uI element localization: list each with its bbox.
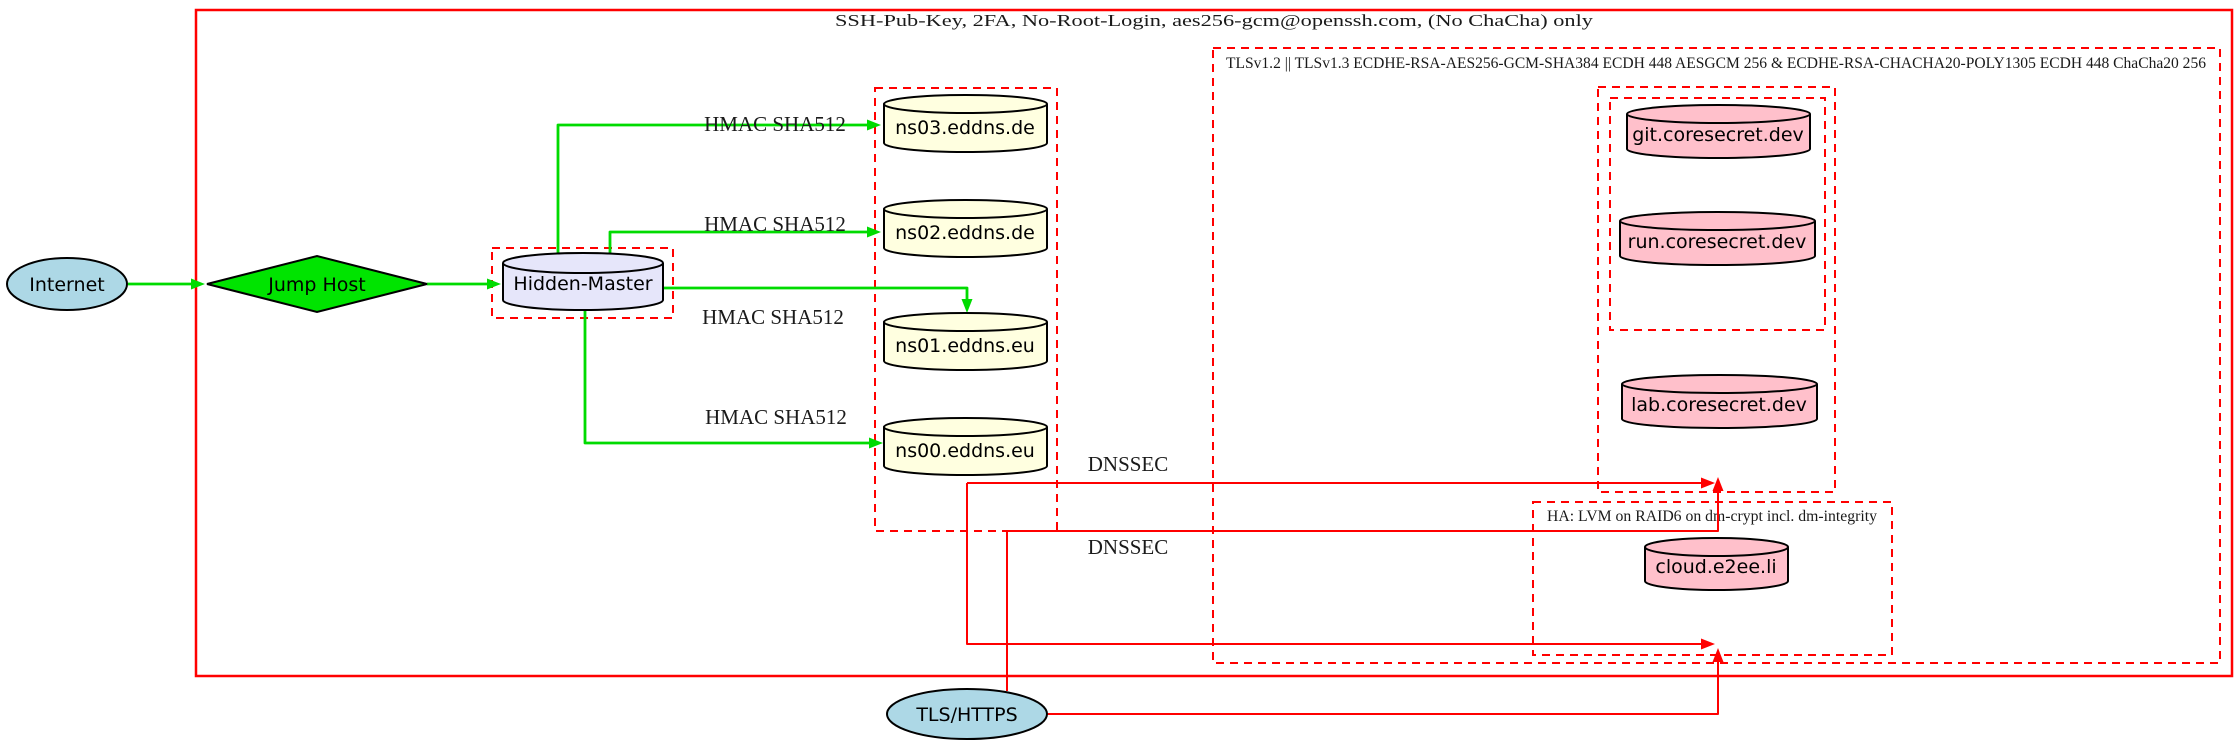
- cluster-tls-label: TLSv1.2 || TLSv1.3 ECDHE-RSA-AES256-GCM-…: [1226, 55, 2206, 72]
- node-run: run.coresecret.dev: [1619, 211, 1816, 266]
- tls-dnssec-edges: [966, 477, 1724, 715]
- arrowhead-hiddenmaster: [487, 278, 501, 290]
- node-cloud-label: cloud.e2ee.li: [1655, 556, 1776, 578]
- node-cloud: cloud.e2ee.li: [1644, 537, 1789, 591]
- node-ns01-label: ns01.eddns.eu: [895, 335, 1035, 357]
- cluster-coresecret-border: [1597, 86, 1836, 493]
- cluster-ha-label: HA: LVM on RAID6 on dm-crypt incl. dm-in…: [1547, 508, 1877, 525]
- node-lab-label: lab.coresecret.dev: [1631, 394, 1807, 416]
- node-ns03: ns03.eddns.de: [883, 94, 1048, 153]
- edge-label-dnssec-top: DNSSEC: [1088, 452, 1169, 476]
- cluster-ssh-border: [194, 8, 2234, 678]
- arrowhead-ha-up: [1712, 648, 1724, 662]
- node-ns03-label: ns03.eddns.de: [895, 117, 1035, 139]
- node-internet: Internet: [6, 257, 128, 311]
- edge-hiddenmaster-ns03: [556, 123, 867, 254]
- arrowhead-ns02: [867, 226, 881, 238]
- arrowhead-coresecret-up: [1712, 477, 1724, 491]
- edge-tlshttps-coresecret: [1006, 491, 1719, 691]
- node-hidden-master-label: Hidden-Master: [513, 273, 652, 295]
- node-run-label: run.coresecret.dev: [1628, 231, 1807, 253]
- arrowhead-ns00: [869, 437, 883, 449]
- node-ns02-label: ns02.eddns.de: [895, 222, 1035, 244]
- node-hidden-master: Hidden-Master: [502, 252, 664, 311]
- edge-hiddenmaster-ns02: [608, 230, 867, 254]
- node-ns02: ns02.eddns.de: [883, 199, 1048, 258]
- cluster-gitrun-border: [1609, 97, 1826, 331]
- edge-hiddenmaster-ns01: [663, 286, 969, 300]
- node-tls-https: TLS/HTTPS: [886, 688, 1048, 740]
- arrowhead-ns01: [961, 299, 973, 313]
- edge-label-hmac-ns01: HMAC SHA512: [702, 305, 844, 329]
- edge-label-hmac-ns00: HMAC SHA512: [705, 405, 847, 429]
- arrowhead-coresecret-right: [1701, 477, 1715, 489]
- node-ns01: ns01.eddns.eu: [883, 312, 1048, 371]
- edge-label-dnssec-bottom: DNSSEC: [1088, 535, 1169, 559]
- cluster-borders: [194, 8, 2234, 678]
- secure-transfer-edges: [128, 119, 973, 449]
- node-ns00-label: ns00.eddns.eu: [895, 440, 1035, 462]
- node-lab: lab.coresecret.dev: [1621, 374, 1818, 429]
- arrowhead-ha-right: [1701, 638, 1715, 650]
- node-jump-host-label: Jump Host: [267, 274, 366, 296]
- edge-label-hmac-ns03: HMAC SHA512: [704, 112, 846, 136]
- edge-label-hmac-ns02: HMAC SHA512: [704, 212, 846, 236]
- node-jump-host: Jump Host: [206, 254, 428, 314]
- edge-tlshttps-ha: [1047, 662, 1719, 715]
- cluster-ha-border: [1532, 501, 1893, 656]
- tls-edge-arrowheads: [1701, 477, 1724, 662]
- cluster-ssh-label: SSH-Pub-Key, 2FA, No-Root-Login, aes256-…: [835, 11, 1594, 30]
- node-ns00: ns00.eddns.eu: [883, 417, 1048, 476]
- nodes: Internet Jump Host Hidden-Master ns03.ed…: [6, 94, 1818, 740]
- secure-edge-arrowheads: [191, 119, 973, 449]
- node-git: git.coresecret.dev: [1626, 104, 1811, 159]
- edge-ns00-ha-dnssec: [966, 483, 1702, 645]
- edge-hiddenmaster-ns00: [583, 309, 869, 445]
- arrowhead-jumphost: [191, 278, 205, 290]
- node-tls-https-label: TLS/HTTPS: [915, 704, 1017, 726]
- node-git-label: git.coresecret.dev: [1632, 124, 1804, 146]
- arrowhead-ns03: [867, 119, 881, 131]
- node-internet-label: Internet: [29, 274, 104, 296]
